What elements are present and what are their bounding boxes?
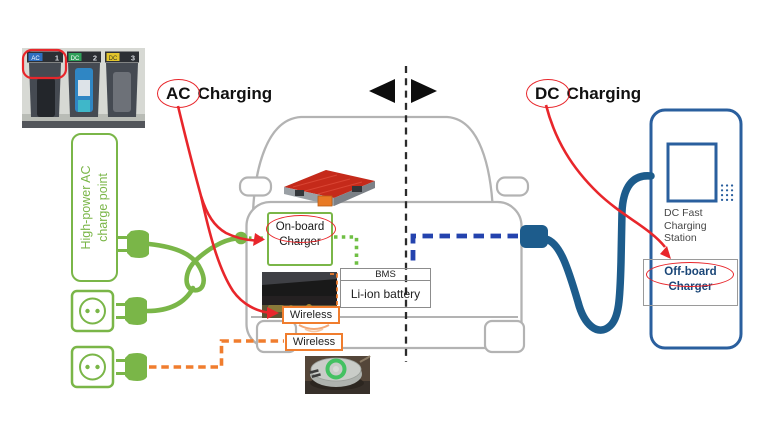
battery-box: Li-ion battery: [340, 280, 431, 308]
slot3-type-label: DC: [109, 56, 118, 62]
red-annotations: [176, 104, 671, 319]
ac-to-wireless-curve: [199, 195, 269, 314]
car-mirror-right: [495, 176, 530, 197]
connector-photo: AC DC DC 1 2 3: [21, 48, 145, 128]
ac-cable-2: [144, 285, 196, 314]
high-power-label: High-power AC charge point: [79, 165, 110, 250]
dc-charging-rest: Charging: [566, 84, 642, 103]
offboard-line1: Off-board: [664, 266, 717, 278]
ac-charging-rest: Charging: [197, 84, 273, 103]
onboard-charger-box: On-board Charger: [267, 212, 333, 266]
ac-wiring: [70, 230, 359, 389]
wireless-box-bottom: Wireless: [285, 333, 343, 351]
arrowhead: [253, 233, 265, 246]
slot2-number: 2: [93, 54, 97, 63]
power-socket-icon: [70, 289, 115, 333]
onboard-line2: Charger: [279, 236, 321, 248]
dc-dashed-to-battery: [410, 233, 518, 266]
car-mirror-left: [238, 176, 273, 197]
car-wheel-right: [483, 319, 526, 354]
high-power-charge-point: High-power AC charge point: [71, 133, 118, 282]
ac-charging-circled: AC: [166, 84, 191, 103]
slot1-number: 1: [55, 54, 59, 63]
dc-charging-title: DC Charging: [535, 84, 641, 104]
offboard-line2: Charger: [668, 281, 713, 293]
dc-plug-icon: [520, 225, 548, 248]
dc-station-screen: [666, 142, 718, 203]
wireless-dashed-link: [149, 339, 284, 369]
ac-charging-title: AC Charging: [166, 84, 272, 104]
slot1-type-label: AC: [31, 56, 40, 62]
car-cabin: [251, 115, 495, 213]
power-socket-icon: [70, 345, 115, 389]
arrowhead: [267, 307, 279, 319]
dc-charging-circled: DC: [535, 84, 560, 103]
wireless-pad-photo: [305, 355, 371, 394]
left-arrow-icon: [369, 79, 395, 103]
dc-cable: [542, 172, 655, 334]
dc-station: [649, 108, 743, 350]
arrowhead: [660, 246, 671, 259]
dc-to-offboard-curve: [544, 104, 667, 248]
receiver-highlight: [330, 273, 338, 312]
onboard-to-bms-dotted: [334, 235, 359, 266]
right-arrow-icon: [411, 79, 437, 103]
wireless-box-top: Wireless: [282, 306, 340, 324]
ac-to-onboard-curve: [176, 105, 256, 242]
ac-dc-divider: [369, 66, 437, 362]
slot2-type-label: DC: [71, 56, 80, 62]
dc-station-label: DC Fast Charging Station: [664, 207, 707, 244]
onboard-charger-photo: [284, 170, 375, 207]
ac-cable-1: [146, 236, 239, 293]
offboard-charger-box: Off-board Charger: [643, 259, 738, 306]
slot3-number: 3: [131, 54, 135, 63]
dc-wiring: [410, 172, 655, 334]
ac-connector-highlight: [21, 48, 68, 80]
wireless-waves-icon: [298, 324, 330, 333]
onboard-line1: On-board: [275, 221, 325, 233]
pad-green-ring: [325, 358, 347, 380]
